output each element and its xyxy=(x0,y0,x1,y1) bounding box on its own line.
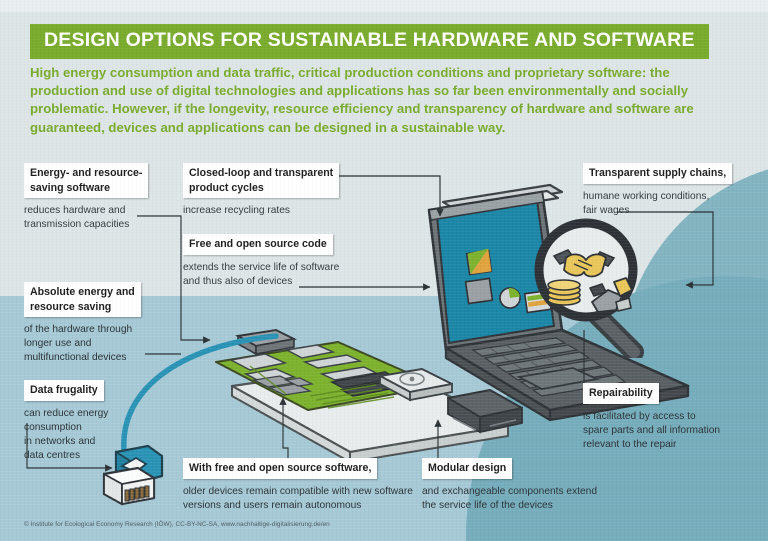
callout-tag: Transparent supply chains, xyxy=(583,163,733,184)
intro-paragraph: High energy consumption and data traffic… xyxy=(30,65,694,135)
callout-transparent-supply-chains: Transparent supply chains, humane workin… xyxy=(583,163,753,218)
callout-tag: Repairability xyxy=(583,383,659,404)
callout-absolute-energy-saving: Absolute energy and resource saving of t… xyxy=(24,282,176,366)
callout-body: can reduce energy consumption in network… xyxy=(24,407,109,462)
network-cable xyxy=(121,333,279,453)
callout-body: humane working conditions, fair wages xyxy=(583,190,710,216)
callout-modular-design: Modular design and exchangeable componen… xyxy=(422,458,622,513)
callout-body: increase recycling rates xyxy=(183,205,291,216)
copyright-credit: © Institute for Ecological Economy Resea… xyxy=(24,521,330,528)
ethernet-plug-icon xyxy=(102,444,164,506)
callout-tag: Energy- and resource- saving software xyxy=(24,163,149,198)
handshake-icon xyxy=(552,249,616,278)
ore-minerals-icon xyxy=(589,277,633,313)
callout-energy-saving-software: Energy- and resource- saving software re… xyxy=(24,163,174,232)
coins-icon xyxy=(547,279,581,306)
callout-tag: Modular design xyxy=(422,458,513,479)
callout-tag: Data frugality xyxy=(24,380,104,401)
callout-tag: Free and open source code xyxy=(183,234,333,255)
page-title: DESIGN OPTIONS FOR SUSTAINABLE HARDWARE … xyxy=(30,24,709,59)
callout-body: and exchangeable components extend the s… xyxy=(422,485,598,511)
callout-body: of the hardware through longer use and m… xyxy=(24,324,133,364)
callout-tag: Absolute energy and resource saving xyxy=(24,282,141,317)
callout-closed-loop-product-cycles: Closed-loop and transparent product cycl… xyxy=(183,163,343,218)
magnifier-supply-chain-icon xyxy=(534,218,644,358)
callout-body: older devices remain compatible with new… xyxy=(183,485,413,511)
callout-repairability: Repairability is facilitated by access t… xyxy=(583,383,753,452)
laptop-hardware-illustration xyxy=(215,183,690,463)
callout-body: is facilitated by access to spare parts … xyxy=(583,410,721,450)
callout-data-frugality: Data frugality can reduce energy consump… xyxy=(24,380,164,463)
background-top-strip xyxy=(0,0,768,12)
callout-tag: Closed-loop and transparent product cycl… xyxy=(183,163,340,198)
callout-body: extends the service life of software and… xyxy=(183,261,340,287)
callout-tag: With free and open source software, xyxy=(183,458,378,479)
callout-free-open-source-software: With free and open source software, olde… xyxy=(183,458,428,513)
callout-free-open-source-code: Free and open source code extends the se… xyxy=(183,234,403,289)
callout-body: reduces hardware and transmission capaci… xyxy=(24,205,130,231)
